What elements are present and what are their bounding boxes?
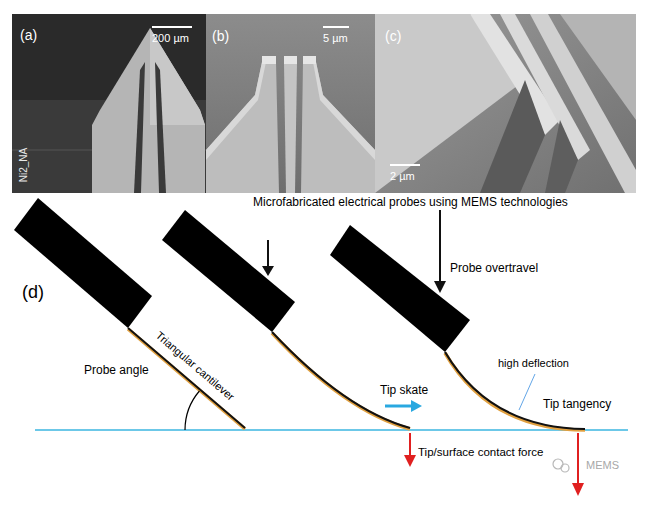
watermark: MEMS [586, 459, 619, 472]
panel-letter: (d) [22, 282, 44, 303]
sem-image-c [375, 14, 636, 193]
angle-label: Probe angle [84, 364, 149, 378]
scale-bar-label: 200 µm [152, 32, 189, 45]
sem-panel: (b) 5 µm [206, 14, 375, 193]
panel-letter: (a) [20, 27, 37, 43]
sem-image-a [12, 14, 206, 193]
figure-caption: Microfabricated electrical probes using … [253, 196, 568, 210]
panel-letter: (b) [212, 28, 229, 44]
panel-letter: (c) [385, 28, 401, 44]
motion-label: Probe overtravel [450, 262, 538, 276]
sample-id: Ni2_NA [18, 148, 30, 182]
sem-panel: (c) 2 µm [375, 14, 636, 193]
scale-bar-label: 5 µm [323, 32, 348, 45]
probe-drawing [14, 198, 628, 496]
force-label: Tip/surface contact force [418, 446, 544, 459]
callout-label: Tip tangency [543, 398, 611, 412]
part-label: Triangular cantilever [153, 329, 237, 403]
motion-label: Tip skate [380, 384, 428, 398]
sem-image-b [206, 14, 375, 193]
scale-bar-label: 2 µm [390, 170, 415, 183]
sem-panel: (a) 200 µm Ni2_NA [12, 14, 206, 193]
callout-label: high deflection [498, 357, 569, 370]
